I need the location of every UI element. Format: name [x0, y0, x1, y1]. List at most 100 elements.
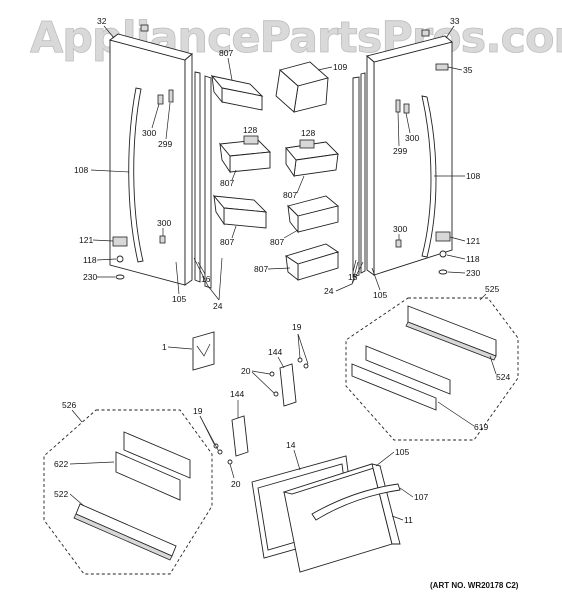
right-door-callouts: 33 35 300 299 108 300 121 118 230 15 105…	[324, 16, 480, 300]
rail-522	[75, 503, 177, 557]
callout-299-b: 299	[393, 146, 407, 156]
bin-cover-128-left	[243, 135, 259, 145]
right-cam-299	[395, 99, 401, 113]
right-logo-35	[435, 63, 449, 71]
callout-619: 619	[474, 422, 488, 432]
callout-118-a: 118	[83, 255, 97, 265]
callout-300-d: 300	[393, 224, 407, 234]
callout-105-a: 105	[172, 294, 186, 304]
bin-807-5-side	[287, 204, 299, 234]
screw-19-d	[217, 449, 223, 455]
kit-526-parts	[73, 431, 191, 561]
callout-807-e: 807	[270, 237, 284, 247]
callout-230-b: 230	[466, 268, 480, 278]
callout-24-b: 24	[324, 286, 334, 296]
callout-105-b: 105	[373, 290, 387, 300]
kit-525-parts	[351, 305, 497, 411]
callout-109: 109	[333, 62, 347, 72]
callout-19-b: 19	[193, 406, 203, 416]
right-stop-300-bottom	[395, 239, 402, 248]
left-stop-300-bottom	[159, 235, 166, 244]
door-bins	[210, 61, 340, 281]
bin-807-4-front	[223, 207, 267, 229]
bin-807-2-side	[219, 142, 231, 174]
left-breaker-strip-24	[204, 75, 212, 289]
screw-20-b	[273, 391, 279, 397]
right-stop-300-top	[403, 103, 410, 114]
right-door-side-edge	[366, 55, 375, 276]
rail-524-top-shadow	[405, 321, 497, 361]
screw-19-a	[297, 357, 303, 363]
bin-109-side	[275, 69, 299, 113]
callout-32: 32	[97, 16, 107, 26]
left-gasket-16	[194, 71, 201, 283]
left-cam-299	[168, 89, 174, 103]
callout-20-a: 20	[241, 366, 251, 376]
callout-15: 15	[348, 272, 358, 282]
art-number: (ART NO. WR20178 C2)	[430, 581, 519, 590]
callout-144-a: 144	[268, 347, 282, 357]
callout-525: 525	[485, 284, 499, 294]
left-stop-300-top	[157, 94, 164, 105]
freezer-drawer	[251, 455, 401, 573]
callout-20-b: 20	[231, 479, 241, 489]
left-door-assembly	[108, 24, 212, 289]
callout-144-b: 144	[230, 389, 244, 399]
rail-619-mid	[365, 345, 451, 395]
rail-622-top	[123, 431, 191, 479]
bin-807-3-side	[285, 146, 297, 178]
callout-107: 107	[414, 492, 428, 502]
callout-19-a: 19	[292, 322, 302, 332]
callout-128-b: 128	[301, 128, 315, 138]
callout-299-a: 299	[158, 139, 172, 149]
right-gasket-15	[352, 76, 360, 278]
right-washer-230	[438, 269, 448, 275]
rail-619-bottom	[351, 363, 437, 411]
callout-230-a: 230	[83, 272, 97, 282]
callout-807-b: 807	[220, 178, 234, 188]
bin-807-1-side	[211, 74, 223, 104]
callout-128-a: 128	[243, 125, 257, 135]
callout-16: 16	[201, 274, 211, 284]
screw-20-c	[227, 459, 233, 465]
right-bushing-118	[439, 250, 447, 258]
callout-807-c: 807	[283, 190, 297, 200]
rail-622-bottom	[115, 451, 181, 501]
callout-121-b: 121	[466, 236, 480, 246]
callout-14: 14	[286, 440, 296, 450]
callout-300-c: 300	[405, 133, 419, 143]
left-door-handle	[128, 87, 144, 263]
right-top-cap-33	[421, 29, 430, 37]
bin-807-2-front	[229, 151, 271, 173]
center-callouts: 1 19 144 20 144 19 20	[162, 322, 309, 489]
right-door-handle	[421, 95, 437, 258]
callout-108-b: 108	[466, 171, 480, 181]
center-small-parts	[192, 331, 309, 465]
callout-105-c: 105	[395, 447, 409, 457]
left-door-callouts: 32 300 299 108 300 121 118 230 105 16 24	[74, 16, 223, 311]
bracket-144-lower	[231, 415, 249, 457]
callout-11: 11	[404, 515, 413, 525]
callout-121-a: 121	[79, 235, 93, 245]
screw-19-b	[303, 363, 309, 369]
screw-20-a	[269, 371, 275, 377]
left-door-side-edge	[184, 53, 193, 286]
literature-1	[192, 331, 215, 371]
callout-622: 622	[54, 459, 68, 469]
rail-522-shadow	[73, 513, 173, 561]
callout-300-a: 300	[142, 128, 156, 138]
bin-callouts: 807 109 128 128 807 807 807 807 807	[219, 48, 347, 274]
callout-524: 524	[496, 372, 510, 382]
callout-118-b: 118	[466, 254, 480, 264]
callout-24-a: 24	[213, 301, 223, 311]
kit-526-outline	[43, 409, 213, 575]
left-door-panel	[109, 39, 186, 286]
bin-807-6-side	[285, 255, 299, 281]
right-door-assembly	[352, 29, 453, 278]
callout-108-a: 108	[74, 165, 88, 175]
callout-807-a: 807	[219, 48, 233, 58]
left-top-cap-32	[140, 24, 149, 32]
callout-807-f: 807	[254, 264, 268, 274]
left-washer-230	[115, 274, 125, 280]
